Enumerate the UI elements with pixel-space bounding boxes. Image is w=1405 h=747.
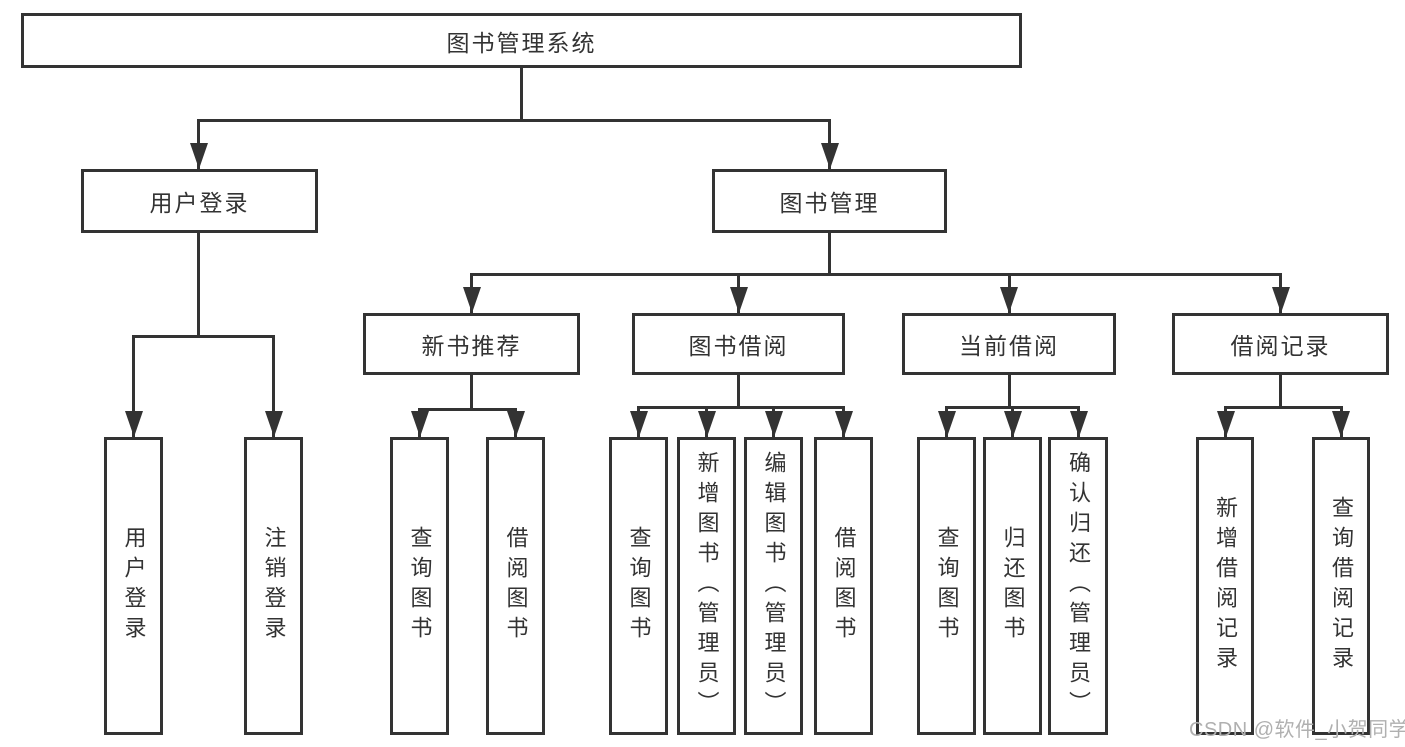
node-user-login: 用户登录 [81,169,318,233]
connector-login-branch [132,335,275,338]
arrow-cb-leaf2 [1004,411,1022,437]
arrow-book-mgmt [821,143,839,169]
arrow-nb-leaf1 [411,411,429,437]
connector-stem-login-leaf2 [272,338,275,437]
connector-current-borrow-down [1008,375,1011,409]
arrow-user-login [190,143,208,169]
leaf-nb-borrow-book: 借阅图书 [486,437,545,735]
connector-level2-branch [197,119,831,122]
node-new-book: 新书推荐 [363,313,580,375]
arrow-cb-leaf3 [1070,411,1088,437]
node-current-borrow: 当前借阅 [902,313,1116,375]
node-root: 图书管理系统 [21,13,1022,68]
arrow-borrow-record [1272,287,1290,313]
connector-level3-branch [470,273,1282,276]
arrow-bb-leaf4 [835,411,853,437]
leaf-nb-query-book: 查询图书 [390,437,449,735]
connector-borrow-record-branch [1224,406,1343,409]
node-book-mgmt: 图书管理 [712,169,947,233]
arrow-book-borrow [730,287,748,313]
leaf-logout: 注销登录 [244,437,303,735]
node-book-borrow: 图书借阅 [632,313,845,375]
connector-new-book-branch [418,408,517,411]
leaf-br-add-record: 新增借阅记录 [1196,437,1254,735]
connector-user-login-down [197,233,200,338]
arrow-br-leaf1 [1217,411,1235,437]
leaf-bb-query-book: 查询图书 [609,437,668,735]
arrow-new-book [463,287,481,313]
leaf-bb-add-book-admin: 新增图书（管理员） [677,437,736,735]
arrow-br-leaf2 [1332,411,1350,437]
connector-stem-login-leaf1 [132,338,135,437]
csdn-watermark: CSDN @软件_小贺同学 [1189,719,1405,741]
connector-book-borrow-branch [637,406,845,409]
leaf-bb-borrow-book: 借阅图书 [814,437,873,735]
connector-book-mgmt-down [828,233,831,276]
arrow-bb-leaf2 [698,411,716,437]
leaf-cb-return-book: 归还图书 [983,437,1042,735]
leaf-br-query-record: 查询借阅记录 [1312,437,1370,735]
leaf-user-login: 用户登录 [104,437,163,735]
arrow-bb-leaf1 [630,411,648,437]
connector-root-stem [520,68,523,122]
connector-borrow-record-down [1279,375,1282,409]
arrow-bb-leaf3 [765,411,783,437]
connector-book-borrow-down [737,375,740,409]
arrow-login-leaf1 [125,411,143,437]
arrow-login-leaf2 [265,411,283,437]
leaf-cb-query-book: 查询图书 [917,437,976,735]
node-borrow-record: 借阅记录 [1172,313,1389,375]
connector-new-book-down [470,375,473,411]
leaf-bb-edit-book-admin: 编辑图书（管理员） [744,437,803,735]
arrow-cb-leaf1 [938,411,956,437]
leaf-cb-confirm-return-admin: 确认归还（管理员） [1048,437,1108,735]
arrow-current-borrow [1000,287,1018,313]
arrow-nb-leaf2 [507,411,525,437]
